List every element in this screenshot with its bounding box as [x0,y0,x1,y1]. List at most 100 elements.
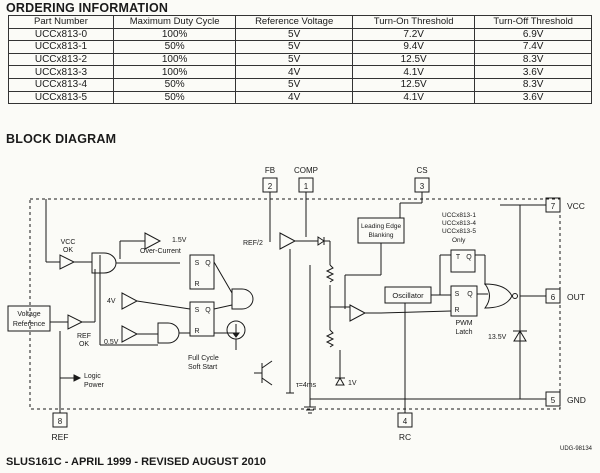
cell: 4.1V [351,90,476,105]
pin-gnd: 5 GND [545,391,586,407]
svg-text:VCC: VCC [567,201,585,211]
leading-edge-blanking: Leading Edge Blanking [344,217,405,309]
error-amplifier: REF/2 [243,232,331,265]
cell: 3.6V [474,65,592,79]
svg-text:Soft Start: Soft Start [188,364,217,371]
svg-text:Voltage: Voltage [17,311,40,318]
svg-text:8: 8 [58,417,63,426]
svg-text:REF: REF [52,432,69,442]
cell: UCCx813-0 [8,27,114,42]
resistor-1 [325,264,335,283]
soft-start-transistor [254,360,273,386]
cell: 4V [235,65,353,79]
cell: 9.4V [351,40,476,54]
cell: UCCx813-1 [8,40,114,54]
cell: UCCx813-5 [8,90,114,105]
cell: 8.3V [474,52,592,67]
svg-text:R: R [454,307,459,314]
pwm-latch: S Q R PWM Latch [379,285,478,336]
svg-text:6: 6 [551,293,556,302]
svg-text:PWM: PWM [455,320,472,327]
cell: 5V [235,27,353,42]
svg-text:Leading Edge: Leading Edge [361,223,402,230]
cell: 100% [112,27,237,42]
cell: 50% [112,40,237,54]
svg-text:COMP: COMP [294,166,318,175]
diagram-id: UDG-98134 [560,446,593,452]
tau-label: τ=4ms [296,382,317,389]
block-diagram-heading: BLOCK DIAGRAM [6,132,117,146]
document-footer: SLUS161C - APRIL 1999 - REVISED AUGUST 2… [6,456,267,468]
pin-ref: 8 REF [52,331,69,442]
pin-fb: 2 FB [262,166,278,242]
cell: 4.1V [351,65,476,79]
output-inverter-bubble [512,293,518,299]
svg-text:OK: OK [79,341,89,348]
col-max-duty: Maximum Duty Cycle [112,15,237,29]
svg-text:Latch: Latch [455,329,472,336]
svg-text:Q: Q [205,307,211,314]
col-turn-on: Turn-On Threshold [351,15,476,29]
svg-text:Only: Only [452,237,466,244]
svg-text:Blanking: Blanking [369,232,394,239]
svg-text:OK: OK [63,247,73,254]
cell: 50% [112,90,237,105]
svg-text:UCCx813-4: UCCx813-4 [442,220,476,227]
svg-text:Oscillator: Oscillator [392,291,424,300]
ref-ok-comparator: REF OK [50,269,96,348]
pin-out: 6 OUT [520,288,585,304]
svg-text:Logic: Logic [84,373,101,380]
svg-text:Q: Q [467,291,473,298]
svg-text:S: S [195,260,200,267]
cell: 100% [112,65,237,79]
and-gate-2 [157,322,180,344]
svg-text:REF/2: REF/2 [243,240,263,247]
svg-text:Q: Q [205,260,211,267]
svg-text:GND: GND [567,395,586,405]
svg-text:2: 2 [268,182,273,191]
sr-latch-1: S Q R [189,254,215,290]
svg-text:1: 1 [304,182,309,191]
oscillator-block: Oscillator [384,286,451,304]
pin-comp: 1 COMP [294,166,318,237]
ground-symbol [304,395,316,414]
svg-text:5: 5 [551,396,556,405]
col-part-number: Part Number [8,15,114,29]
svg-text:FB: FB [265,166,275,175]
cell: 4V [235,90,353,105]
svg-text:3: 3 [420,182,425,191]
vcc-ok-comparator: VCC OK [45,199,92,270]
svg-text:T: T [456,254,461,261]
ordering-header-row: Part Number Maximum Duty Cycle Reference… [8,15,592,29]
toggle-flip-flop: T Q [439,249,486,295]
svg-text:RC: RC [399,432,411,442]
cell: 5V [235,52,353,67]
zener-135v: 13.5V [488,330,527,399]
cell: UCCx813-3 [8,65,114,79]
svg-text:4V: 4V [107,298,116,305]
svg-text:OUT: OUT [567,292,585,302]
voltage-reference-block: Voltage Reference [7,305,51,332]
svg-text:Full Cycle: Full Cycle [188,355,219,362]
svg-text:4: 4 [403,417,408,426]
pin-cs: 3 CS [399,166,430,218]
output-gate [484,283,513,309]
svg-text:REF: REF [77,333,91,340]
cell: 7.2V [351,27,476,42]
col-turn-off: Turn-Off Threshold [474,15,592,29]
svg-text:Power: Power [84,382,105,389]
svg-text:0.5V: 0.5V [104,339,119,346]
comparator-05v: 0.5V [104,325,158,346]
cell: 6.9V [474,27,592,42]
svg-text:S: S [455,291,460,298]
svg-text:Reference: Reference [13,321,45,328]
cell: 5V [235,40,353,54]
cell: 3.6V [474,90,592,105]
ordering-table: Part Number Maximum Duty Cycle Reference… [8,15,592,105]
cell: UCCx813-4 [8,77,114,92]
cell: 12.5V [351,52,476,67]
variant-note: UCCx813-1 UCCx813-4 UCCx813-5 Only [442,212,476,244]
